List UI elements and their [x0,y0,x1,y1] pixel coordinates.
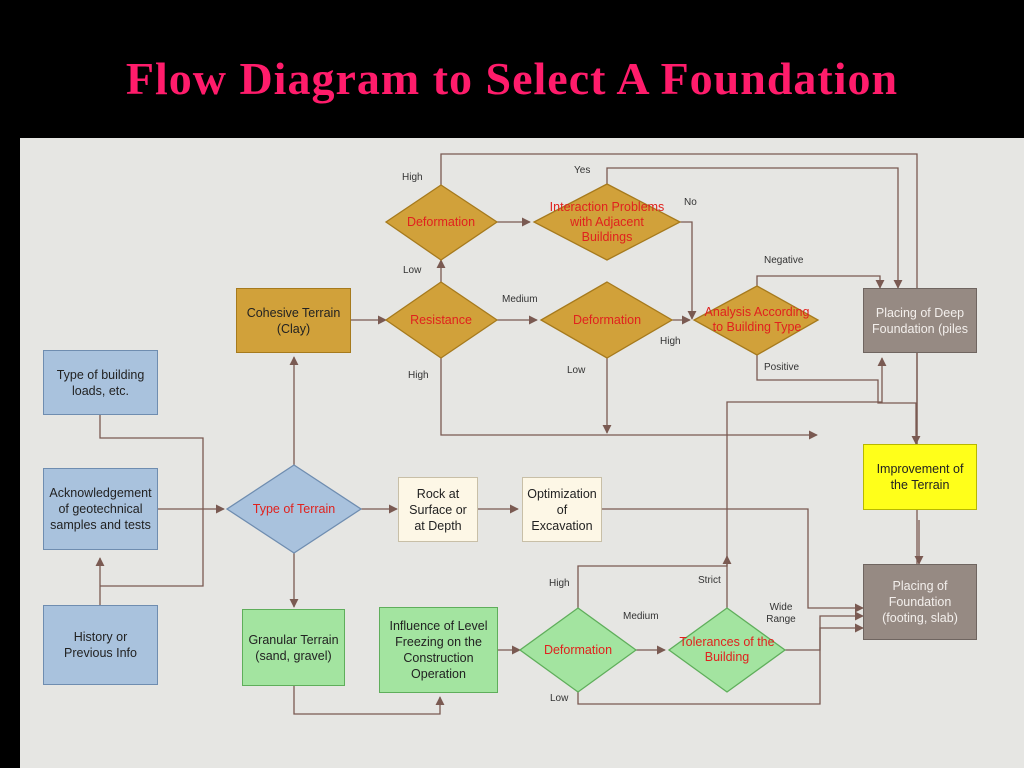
label-high-left: High [408,370,429,381]
type-of-terrain-text: Type of Terrain [252,501,336,516]
label-low-bottom: Low [550,693,569,704]
optimization-box: Optimization of Excavation [522,477,602,542]
granular-terrain-box: Granular Terrain (sand, gravel) [242,609,345,686]
interaction-text: Interaction Problems with Adjacent Build… [549,199,665,244]
connector [602,508,864,613]
label-low-top: Low [403,265,422,276]
improvement-terrain-box: Improvement of the Terrain [863,444,977,510]
deep-foundation-box: Placing of Deep Foundation (piles [863,288,977,353]
deformation-mid-text: Deformation [572,312,642,327]
connector [577,623,864,705]
connector [99,415,204,509]
connector [606,167,903,289]
label-medium-mid: Medium [502,294,538,305]
label-negative: Negative [764,255,804,266]
cohesive-terrain-box: Cohesive Terrain (Clay) [236,288,351,353]
connector [756,275,885,289]
label-yes: Yes [574,165,591,176]
deformation-top-text: Deformation [406,214,476,229]
label-high-bottom: High [549,578,570,589]
diagram-panel: Type of building loads, etc. Acknowledge… [20,138,1024,768]
rock-depth-box: Rock at Surface or at Depth [398,477,478,542]
placing-foundation-box: Placing of Foundation (footing, slab) [863,564,977,640]
building-loads-box: Type of building loads, etc. [43,350,158,415]
tolerances-text: Tolerances of the Building [679,635,775,664]
label-no: No [684,197,697,208]
label-positive: Positive [764,362,800,373]
connector [293,686,445,715]
page-title: Flow Diagram to Select A Foundation [125,53,899,104]
label-medium-bottom: Medium [623,611,659,622]
acknowledgement-box: Acknowledgement of geotechnical samples … [43,468,158,550]
label-high-top: High [402,172,423,183]
history-box: History or Previous Info [43,605,158,685]
flow-diagram [95,153,924,715]
connector [756,355,921,445]
resistance-text: Resistance [410,312,472,327]
label-low-mid: Low [567,365,586,376]
label-high-mid: High [660,336,681,347]
label-wide-range: Wide Range [766,602,796,625]
label-strict: Strict [698,575,721,586]
connector [440,358,818,440]
connector [577,357,887,608]
influence-freezing-box: Influence of Level Freezing on the Const… [379,607,498,693]
deformation-bottom-text: Deformation [543,642,613,657]
connector [680,221,697,320]
connector [100,509,204,587]
analysis-text: Analysis According to Building Type [704,305,810,334]
